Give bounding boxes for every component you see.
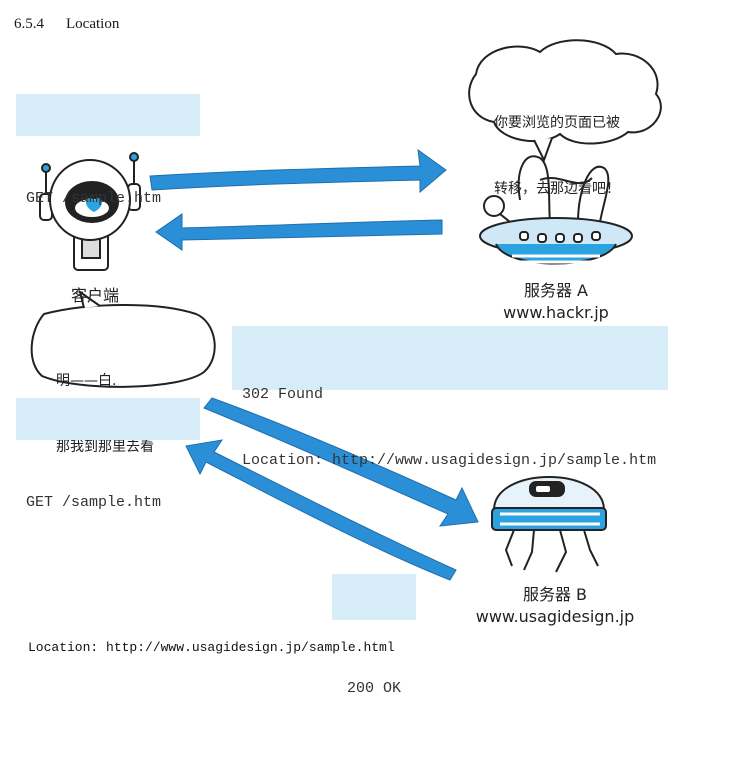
server-a-host: www.hackr.jp xyxy=(503,303,609,322)
request-box-a: GET /sample.htm xyxy=(16,94,200,207)
diagram-canvas xyxy=(30,39,662,581)
response-302-location: Location: http://www.usagidesign.jp/samp… xyxy=(242,452,657,469)
server-speech-bubble xyxy=(468,39,662,163)
server-b-jellyfish-illustration xyxy=(491,476,607,573)
server-bubble-text: 你要浏览的页面已被 转移，去那边看吧！ xyxy=(494,68,620,222)
request-b-text: GET /sample.htm xyxy=(26,494,162,511)
server-a-ufo-illustration xyxy=(479,155,633,265)
figure-caption: Location: http://www.usagidesign.jp/samp… xyxy=(28,640,395,655)
server-a-name: 服务器 A xyxy=(523,281,589,300)
server-bubble-line-2: 转移，去那边看吧！ xyxy=(494,181,620,197)
client-bubble-line-2: 那我到那里去看 xyxy=(56,439,154,455)
request-box-b: GET /sample.htm xyxy=(16,398,200,511)
client-bubble-line-1: 明——白. xyxy=(56,373,117,389)
section-title: Location xyxy=(66,16,120,32)
arrow-response-from-server-b xyxy=(185,439,457,581)
client-speech-bubble xyxy=(30,289,216,388)
server-bubble-line-1: 你要浏览的页面已被 xyxy=(494,115,620,131)
server-b-label: 服务器 B www.usagidesign.jp xyxy=(470,584,640,628)
response-302-status: 302 Found xyxy=(242,386,324,403)
arrow-response-from-server-a xyxy=(155,213,443,251)
section-number: 6.5.4 xyxy=(14,16,44,32)
section-heading: 6.5.4 Location xyxy=(14,16,119,33)
request-a-text: GET /sample.htm xyxy=(26,190,162,207)
response-box-200: 200 OK xyxy=(332,574,416,697)
server-b-name: 服务器 B xyxy=(522,585,588,604)
arrow-request-to-server-a xyxy=(149,148,447,194)
server-a-label: 服务器 A www.hackr.jp xyxy=(494,280,618,324)
arrow-request-to-server-b xyxy=(203,397,479,527)
client-bubble-text: 明——白. 那我到那里去看 xyxy=(56,326,154,480)
response-200-status: 200 OK xyxy=(346,680,401,697)
client-robot-illustration xyxy=(39,152,141,271)
client-label: 客户端 xyxy=(70,286,119,305)
response-box-302: 302 Found Location: http://www.usagidesi… xyxy=(232,326,668,469)
server-b-host: www.usagidesign.jp xyxy=(475,607,635,626)
